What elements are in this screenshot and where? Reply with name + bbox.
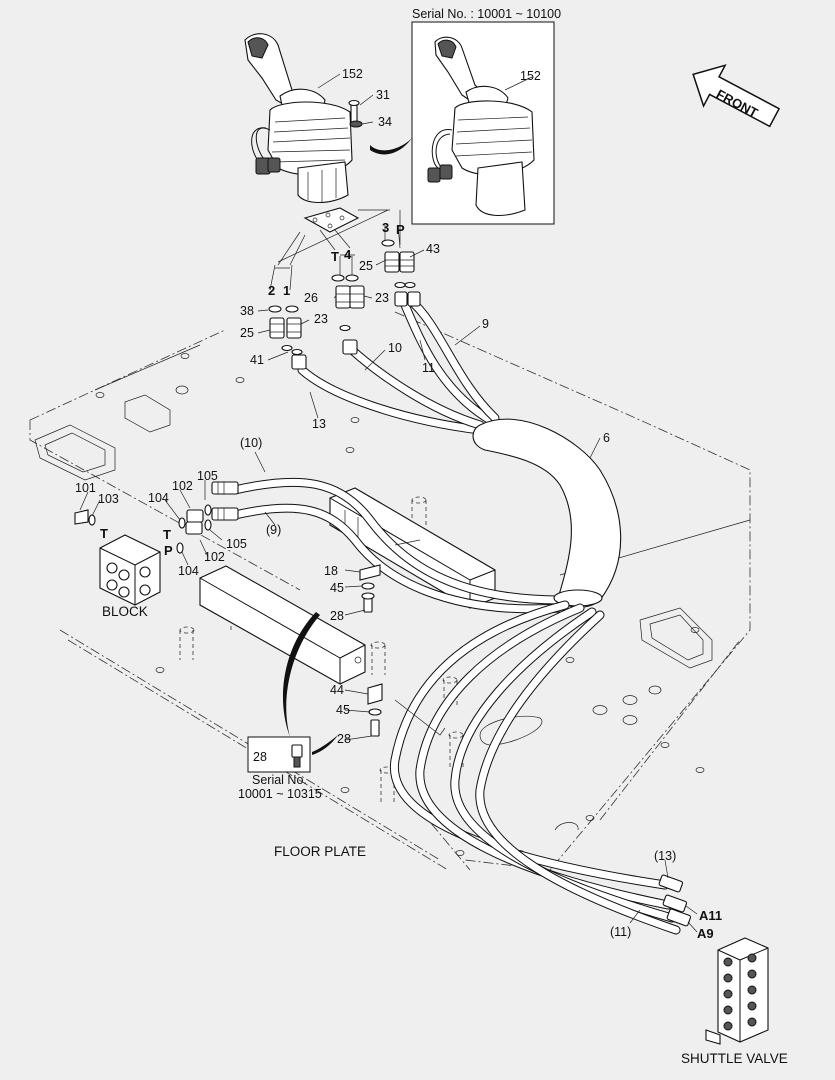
inset-pointer-top	[370, 138, 412, 155]
port-label-4: 4	[344, 247, 352, 262]
callout-23-lower: 23	[314, 312, 328, 326]
inset-pointer-bottom	[282, 612, 320, 737]
callout-11-ref: (11)	[610, 925, 631, 939]
bracket-hardware	[359, 539, 446, 737]
callout-103: 103	[98, 492, 119, 506]
callout-104-upper: 104	[148, 491, 169, 505]
port-label-p-fitting: P	[164, 543, 173, 558]
port-label-3: 3	[382, 220, 389, 235]
callout-102-upper: 102	[172, 479, 193, 493]
inset-serial-label: Serial No. : 10001 ~ 10100	[412, 7, 561, 21]
inset-bottom	[247, 736, 311, 773]
callout-105-upper: 105	[197, 469, 218, 483]
callout-152: 152	[342, 67, 363, 81]
callout-101: 101	[75, 481, 96, 495]
inset-top	[411, 21, 555, 225]
callout-25-upper: 25	[359, 259, 373, 273]
port-label-a9: A9	[697, 926, 714, 941]
callout-6: 6	[603, 431, 610, 445]
inset-callout-152: 152	[520, 69, 541, 83]
callout-10: 10	[388, 341, 402, 355]
port-label-t-block: T	[100, 526, 108, 541]
block-assembly	[74, 504, 212, 606]
callout-41: 41	[250, 353, 264, 367]
bracket-lower	[199, 565, 366, 685]
callout-13: 13	[312, 417, 326, 431]
port-leaders	[269, 209, 401, 291]
hose-bundle	[230, 295, 681, 935]
callout-31: 31	[376, 88, 390, 102]
port-label-a11: A11	[699, 908, 722, 923]
callout-43: 43	[426, 242, 440, 256]
callout-13-ref: (13)	[654, 849, 676, 863]
callout-104-lower: 104	[178, 564, 199, 578]
port-label-1: 1	[283, 283, 290, 298]
hose-fittings-shuttle	[658, 874, 692, 927]
callout-45-upper: 45	[330, 581, 344, 595]
port-label-t-top: T	[331, 249, 339, 264]
shuttle-valve	[705, 937, 769, 1045]
callout-leaders	[79, 73, 698, 933]
shuttle-valve-caption: SHUTTLE VALVE	[681, 1051, 788, 1066]
callout-25-lower: 25	[240, 326, 254, 340]
fittings	[268, 239, 421, 370]
callout-105-lower: 105	[226, 537, 247, 551]
joystick-main	[244, 33, 360, 233]
callout-26: 26	[304, 291, 318, 305]
callout-11: 11	[422, 361, 435, 375]
washer-34	[349, 120, 363, 128]
callout-34: 34	[378, 115, 392, 129]
block-caption: BLOCK	[102, 604, 148, 619]
port-label-t-fitting: T	[163, 527, 171, 542]
callout-9-ref: (9)	[266, 523, 281, 537]
callout-28-lower: 28	[337, 732, 351, 746]
front-arrow	[692, 64, 781, 128]
callout-23-upper: 23	[375, 291, 389, 305]
bolt-31	[348, 99, 360, 124]
callout-28-upper: 28	[330, 609, 344, 623]
callout-45-lower: 45	[336, 703, 350, 717]
inset-bottom-serial-range: 10001 ~ 10315	[238, 787, 322, 801]
inset-bottom-callout: 28	[253, 750, 267, 764]
support-pegs	[179, 496, 464, 805]
port-label-p-top: P	[396, 222, 405, 237]
inset-pointer-bottom-2	[312, 735, 338, 755]
hose-fittings-block	[211, 481, 239, 521]
callout-9: 9	[482, 317, 489, 331]
inset-bottom-serial-label: Serial No.	[252, 773, 307, 787]
shuttle-ports	[723, 953, 757, 1031]
callout-102-lower: 102	[204, 550, 225, 564]
floor-plate-caption: FLOOR PLATE	[274, 844, 366, 859]
callout-18: 18	[324, 564, 338, 578]
callout-10-ref: (10)	[240, 436, 262, 450]
port-label-2: 2	[268, 283, 275, 298]
callout-38: 38	[240, 304, 254, 318]
callout-44: 44	[330, 683, 344, 697]
